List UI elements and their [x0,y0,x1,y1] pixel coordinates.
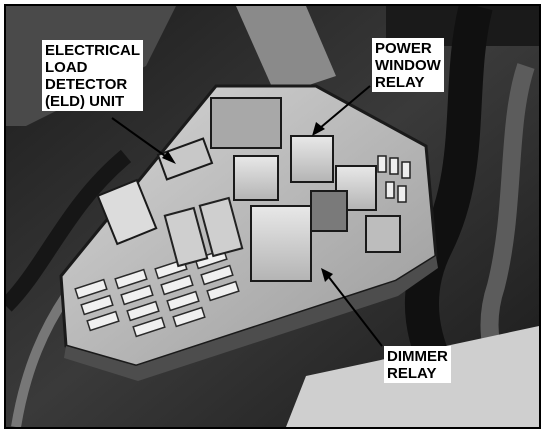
cover-piece [210,97,282,149]
relay-a [233,155,279,201]
power-window-relay-body [290,135,334,183]
eld-leader-line [111,117,169,159]
power-window-relay-label: POWER WINDOW RELAY [372,38,444,92]
relay-d [310,190,348,232]
fuse-box-illustration [6,6,539,427]
dimmer-relay-body [250,205,312,282]
eld-label-line-2: LOAD [45,59,88,76]
eld-label-line-1: ELECTRICAL [45,42,140,59]
mini-fuses-right [377,155,411,203]
eld-unit-label: ELECTRICAL LOAD DETECTOR (ELD) UNIT [42,40,143,111]
fuse-box-photo: ELECTRICAL LOAD DETECTOR (ELD) UNIT POWE… [4,4,541,429]
dimmer-relay-label: DIMMER RELAY [384,346,451,383]
eld-unit [96,178,158,246]
fuse-rows [74,248,240,338]
relay-e [365,215,401,253]
dimmer-label-line-2: RELAY [387,365,437,382]
dimmer-leader-line [327,275,383,347]
eld-label-line-3: DETECTOR [45,76,128,93]
maxi-fuse-2 [198,196,244,258]
fuse-box-rim [64,256,438,381]
maxi-fuse-1 [163,206,209,268]
panel-top [236,6,336,96]
power-window-label-line-3: RELAY [375,74,425,91]
power-window-label-line-2: WINDOW [375,57,441,74]
power-window-label-line-1: POWER [375,40,432,57]
dimmer-label-line-1: DIMMER [387,348,448,365]
power-window-leader-line [319,85,371,129]
eld-label-line-4: (ELD) UNIT [45,93,125,110]
eld-connector [156,137,214,181]
